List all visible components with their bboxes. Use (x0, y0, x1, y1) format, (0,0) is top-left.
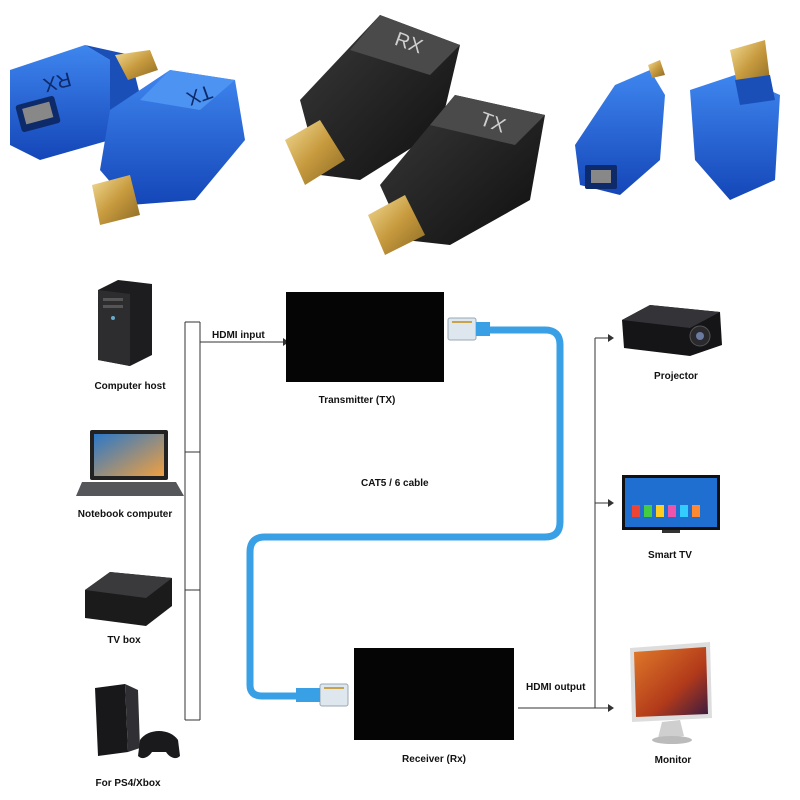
game-console-icon (95, 684, 180, 759)
tv-arrow (608, 499, 614, 507)
monitor-icon (630, 642, 712, 744)
output-bus (518, 337, 608, 709)
hdmi-input-label: HDMI input (212, 330, 265, 341)
source-label-ps4-xbox: For PS4/Xbox (95, 778, 161, 789)
projector-icon (622, 305, 722, 356)
rj45-plug-tx (447, 317, 490, 341)
monitor-arrow (608, 704, 614, 712)
transmitter-box (286, 292, 444, 382)
source-bus (184, 321, 283, 721)
source-label-tv-box: TV box (107, 635, 141, 646)
cable-label: CAT5 / 6 cable (361, 478, 429, 489)
source-label-computer-host: Computer host (94, 381, 166, 392)
black-tx-adapter-image: TX (368, 95, 545, 255)
transmitter-label: Transmitter (TX) (318, 395, 396, 406)
projector-arrow (608, 334, 614, 342)
desktop-tower-icon (98, 280, 152, 366)
receiver-label: Receiver (Rx) (402, 754, 466, 765)
smart-tv-icon (622, 475, 720, 533)
display-label-projector: Projector (654, 371, 698, 382)
cat-cable (246, 326, 564, 700)
blue-tx-adapter-image: TX (92, 70, 245, 225)
display-label-monitor: Monitor (654, 755, 692, 766)
laptop-icon (76, 430, 184, 496)
tv-box-icon (85, 572, 172, 626)
source-label-notebook: Notebook computer (77, 509, 173, 520)
hdmi-output-label: HDMI output (526, 682, 586, 693)
blue-rx-adapter-image: RX (10, 45, 158, 160)
blue-rj45-adapter-image (575, 60, 665, 195)
display-label-smart-tv: Smart TV (648, 550, 692, 561)
rj45-plug-rx (296, 683, 349, 707)
blue-hdmi-adapter-image (690, 40, 780, 200)
receiver-box (354, 648, 514, 740)
